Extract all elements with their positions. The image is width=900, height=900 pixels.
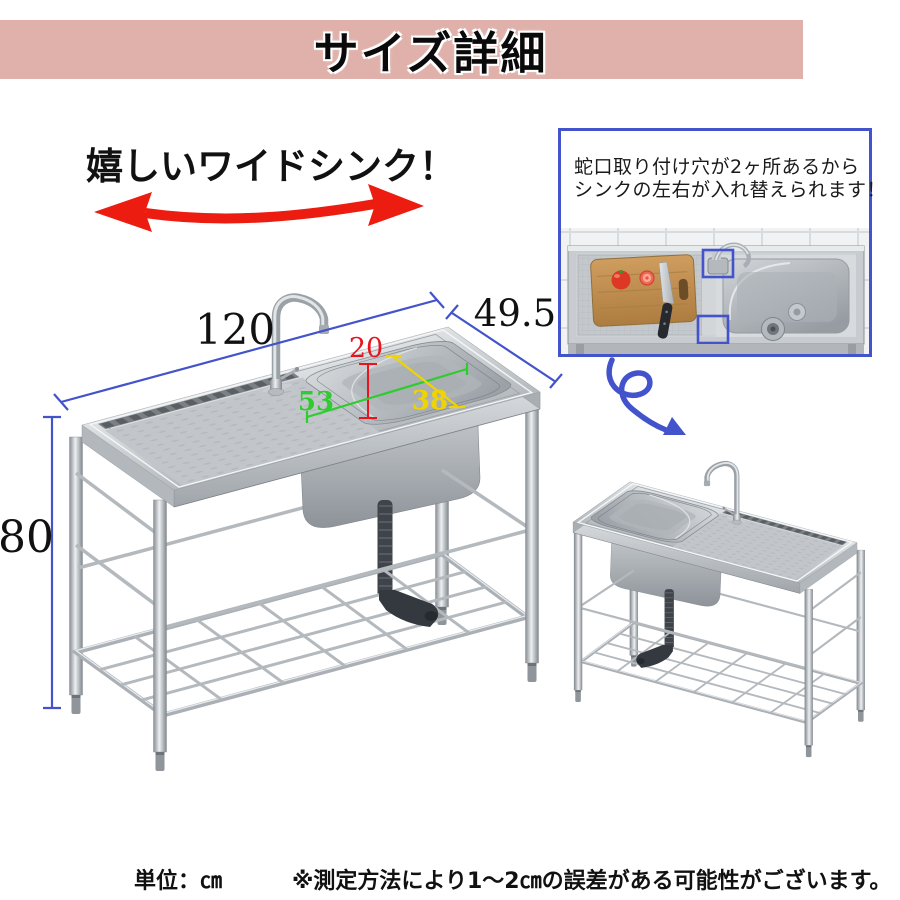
callout-line1: 蛇口取り付け穴が2ヶ所あるから xyxy=(574,156,860,178)
callout-photo xyxy=(560,228,872,356)
swap-arrow-icon xyxy=(606,357,686,435)
wide-sink-headline: 嬉しいワイドシンク！ xyxy=(86,145,456,188)
dim-width-label: 120 xyxy=(195,305,275,354)
dim-width: 120 xyxy=(53,291,445,411)
photo-faucet xyxy=(707,242,752,275)
page-title: サイズ詳細 xyxy=(313,27,548,80)
callout-text: 蛇口取り付け穴が2ヶ所あるから シンクの左右が入れ替えられます！ xyxy=(561,131,887,227)
dim-sink-depth: 20 xyxy=(349,333,383,419)
red-wide-arrow-icon xyxy=(94,184,424,232)
dim-sink-length: 53 xyxy=(298,363,469,423)
faucet-hole-callout: 蛇口取り付け穴が2ヶ所あるから シンクの左右が入れ替えられます！ xyxy=(558,128,887,357)
mirrored-sink-unit xyxy=(573,463,865,757)
dim-sink-length-label: 53 xyxy=(298,387,334,417)
dim-sink-depth-label: 20 xyxy=(349,333,383,364)
dim-height-label: 80 xyxy=(0,512,54,563)
tolerance-note: ※測定方法により1～2㎝の誤差がある可能性がございます。 xyxy=(292,869,892,894)
dimension-annotations: 120 49.5 80 20 53 38 xyxy=(0,291,563,710)
unit-label: 単位：㎝ xyxy=(134,869,223,894)
title-banner: サイズ詳細 xyxy=(0,20,803,80)
tomatoes xyxy=(611,270,655,290)
faucet-hole-highlight-1 xyxy=(701,248,735,279)
dim-height: 80 xyxy=(0,415,61,710)
dim-sink-width: 38 xyxy=(386,354,465,416)
faucet-hole-highlight-2 xyxy=(696,314,730,345)
dim-depth: 49.5 xyxy=(445,292,563,389)
dim-depth-label: 49.5 xyxy=(474,292,556,335)
callout-line2: シンクの左右が入れ替えられます！ xyxy=(574,179,887,201)
main-sink-unit xyxy=(70,297,541,771)
knife xyxy=(657,261,675,339)
dim-sink-width-label: 38 xyxy=(412,386,448,416)
